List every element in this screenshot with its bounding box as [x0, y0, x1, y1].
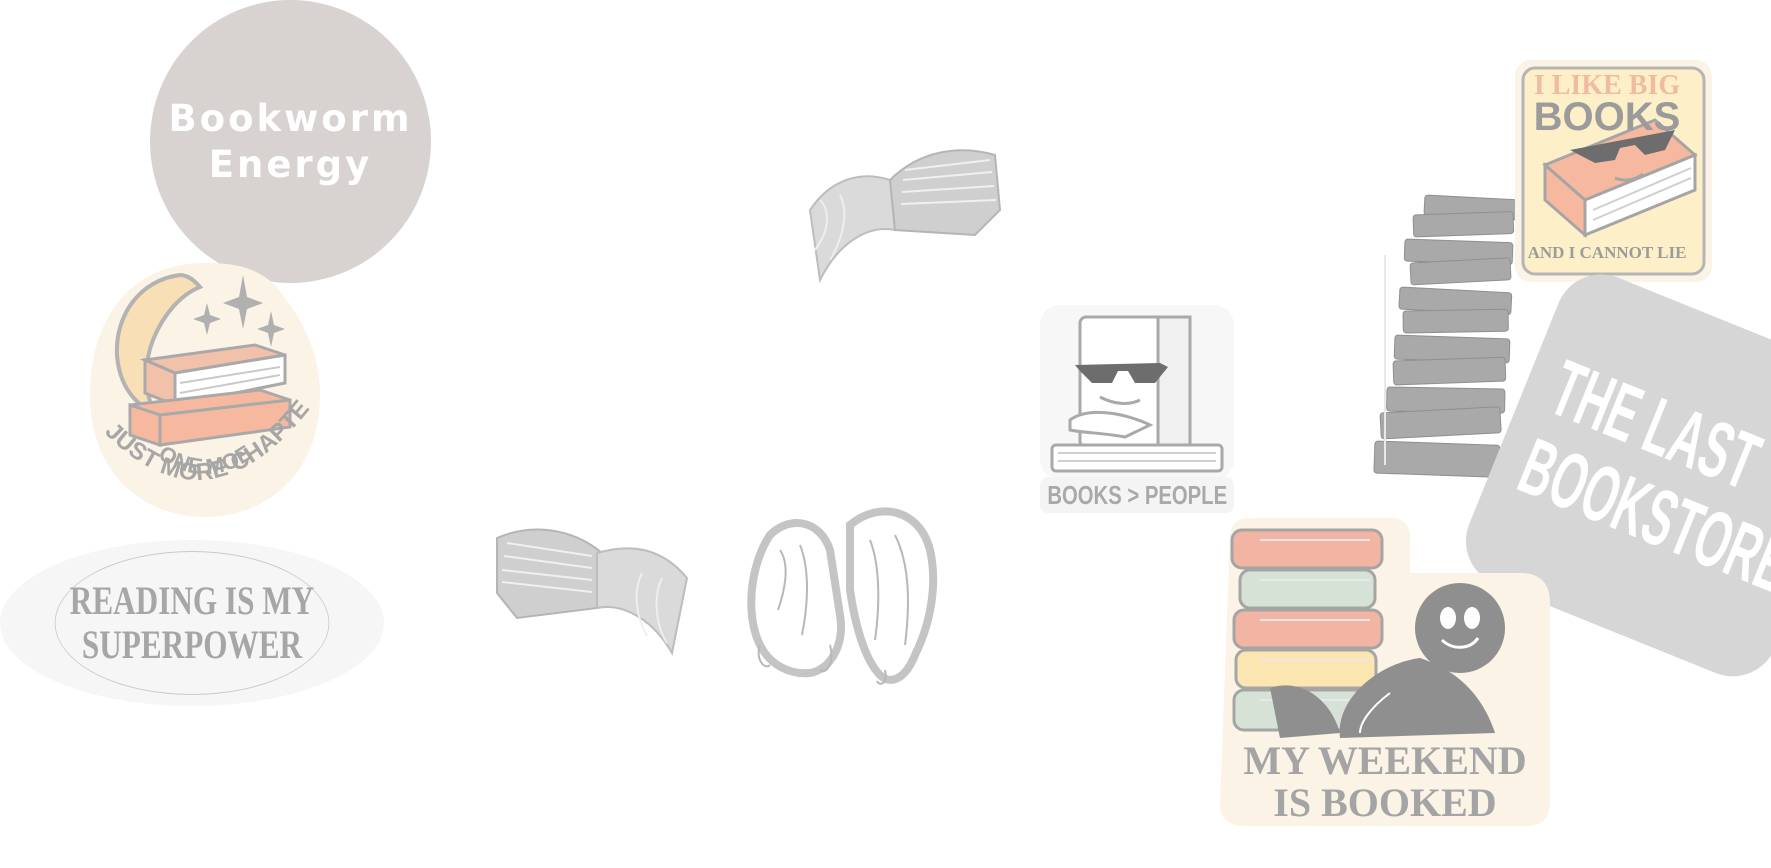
moon-books-illustration: ONE MOE JUST MORE CHAPTER: [76, 234, 320, 517]
open-book-sticker-top: [800, 140, 1005, 290]
books-over-people-sticker: [1040, 305, 1234, 515]
my-weekend-is-booked-sticker: [1220, 518, 1550, 826]
book-stack-icon: [128, 343, 292, 448]
weekend-reader-illustration: [1220, 518, 1550, 826]
reading-line1: READING IS MY: [69, 578, 315, 623]
reading-superpower-sticker: READING IS MY SUPERPOWER: [0, 540, 384, 706]
weekend-line1: MY WEEKEND: [1243, 738, 1527, 783]
bookworm-line2: Energy: [208, 142, 373, 186]
weekend-line2: IS BOOKED: [1273, 780, 1497, 825]
big-books-bottom-text: AND I CANNOT LIE: [1527, 243, 1687, 262]
reading-text: READING IS MY SUPERPOWER: [54, 551, 330, 695]
books-over-people-label: BOOKS > PEOPLE: [1040, 477, 1234, 513]
open-book-icon: [808, 149, 1002, 284]
sunglasses-icon: [1570, 130, 1675, 163]
dripping-figures-illustration: [747, 507, 938, 685]
sunglasses-icon: [1075, 363, 1168, 383]
big-books-top-text: I LIKE BIG: [1533, 70, 1681, 101]
big-books-illustration: [1515, 60, 1712, 282]
weekend-text: MY WEEKEND IS BOOKED: [1222, 740, 1548, 824]
tall-book-stack-icon: [1373, 194, 1536, 478]
reading-oval: READING IS MY SUPERPOWER: [0, 540, 384, 706]
cool-book-illustration: [1040, 305, 1234, 480]
open-book-icon: [496, 528, 689, 656]
open-book-sticker-bottom: [492, 518, 692, 663]
star-icon: [223, 275, 263, 329]
reading-line2: SUPERPOWER: [81, 622, 303, 667]
bookworm-circle: Bookworm Energy: [150, 0, 431, 283]
smiley-reader-icon: [1270, 583, 1505, 738]
dripping-sketch-sticker: [730, 495, 940, 690]
bookworm-energy-sticker: Bookworm Energy: [150, 0, 431, 283]
big-books-middle-text: BOOKS: [1533, 95, 1681, 139]
i-like-big-books-sticker: [1515, 60, 1712, 282]
bookworm-line1: Bookworm: [168, 96, 413, 140]
one-more-chapter-sticker: ONE MOE JUST MORE CHAPTER: [76, 234, 325, 525]
book-stack-sticker: [1373, 194, 1540, 480]
